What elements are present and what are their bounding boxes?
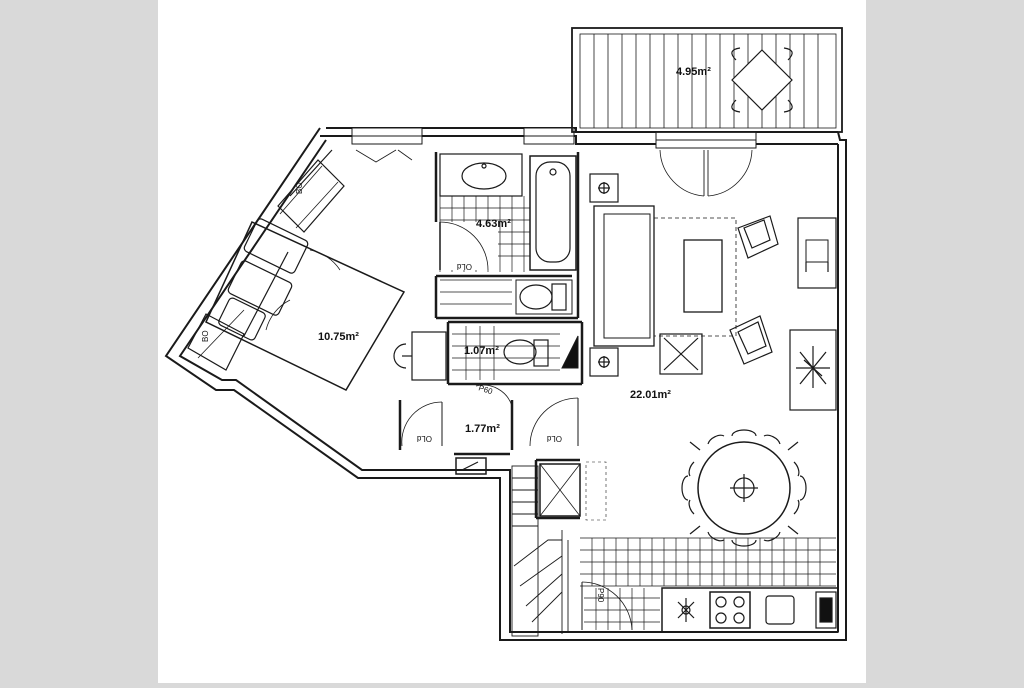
wc xyxy=(452,326,579,407)
label-old-bath: OLd xyxy=(457,262,472,271)
floor-plan-drawing: 4.95m² 10.75m² 4.63m² 1.07m² 1.77m² 22.0… xyxy=(164,27,847,641)
plan-paper: 4.95m² 10.75m² 4.63m² 1.07m² 1.77m² 22.0… xyxy=(158,0,866,683)
area-bathroom: 4.63m² xyxy=(476,218,511,230)
dining-table xyxy=(681,429,807,547)
balcony-table xyxy=(731,47,793,113)
living-room xyxy=(589,149,837,411)
interior-walls xyxy=(398,152,584,520)
label-p60: P60 xyxy=(477,383,494,396)
label-old-hall-left: OLd xyxy=(417,434,432,443)
bathroom xyxy=(438,153,577,315)
hall xyxy=(401,397,579,475)
left-margin xyxy=(0,0,158,683)
label-p90: P90 xyxy=(596,588,605,603)
entry-door xyxy=(581,581,633,631)
area-bedroom: 10.75m² xyxy=(318,331,359,343)
kitchen xyxy=(580,537,839,633)
area-wc: 1.07m² xyxy=(464,345,499,357)
shower-closet xyxy=(539,461,607,521)
right-margin xyxy=(866,0,1024,683)
area-living: 22.01m² xyxy=(630,389,671,401)
label-bo-top: BO xyxy=(295,182,304,194)
area-hall: 1.77m² xyxy=(465,423,500,435)
area-balcony: 4.95m² xyxy=(676,66,711,78)
labels: 4.95m² 10.75m² 4.63m² 1.07m² 1.77m² 22.0… xyxy=(201,66,711,603)
label-old-hall-right: OLd xyxy=(547,434,562,443)
balcony xyxy=(571,27,843,133)
exterior-walls xyxy=(164,127,847,641)
staircase xyxy=(511,465,569,637)
windows xyxy=(351,127,757,149)
bedroom xyxy=(187,149,447,391)
label-bo-bottom: BO xyxy=(201,330,210,342)
